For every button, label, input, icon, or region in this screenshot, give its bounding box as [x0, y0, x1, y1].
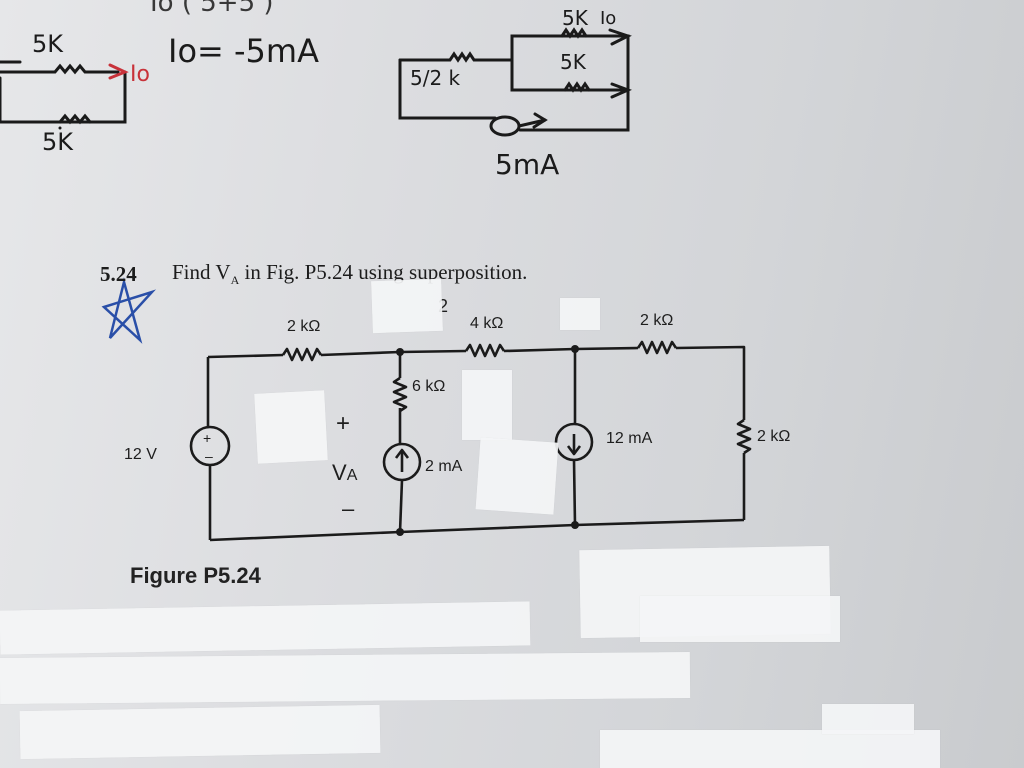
label-i-source-2: 12 mA	[606, 430, 653, 447]
tape-piece	[560, 298, 600, 330]
tape-piece	[475, 437, 559, 515]
label-r2: 4 kΩ	[470, 315, 504, 332]
tape-piece	[371, 278, 443, 334]
figure-caption: Figure P5.24	[130, 563, 261, 588]
tape-piece	[600, 730, 940, 768]
note-io-equation: Io= -5mA	[168, 32, 319, 70]
note-crossout-top: Io ( 5+5 )	[150, 0, 274, 18]
label-r4: 6 kΩ	[412, 378, 446, 395]
label-r5: 2 kΩ	[757, 428, 791, 445]
tape-piece	[19, 704, 381, 760]
va-label: VA	[332, 460, 357, 486]
tape-piece	[822, 704, 914, 734]
label-v-source: 12 V	[124, 446, 157, 463]
tape-piece	[0, 601, 531, 655]
source-minus: –	[205, 448, 213, 464]
note-5k-top: 5K	[32, 30, 64, 58]
note-io-label: Io	[130, 62, 150, 87]
note-io-right: Io	[600, 8, 617, 29]
label-r1: 2 kΩ	[287, 318, 321, 335]
va-label-sub: A	[346, 467, 358, 484]
problem-text: Find V	[172, 260, 231, 284]
problem-text-sub: A	[230, 273, 240, 288]
note-5k-lower-right: 5K	[560, 50, 586, 74]
label-i-source-1: 2 mA	[425, 458, 463, 475]
va-plus: +	[336, 410, 351, 437]
label-small-note: 2	[438, 296, 449, 316]
problem-number: 5.24	[100, 262, 137, 286]
source-plus: +	[203, 430, 212, 446]
tape-piece	[462, 370, 512, 440]
note-5k-bottom: 5K	[42, 128, 74, 156]
note-half-resistor: 5/2 k	[410, 66, 461, 90]
note-5ma: 5mA	[495, 148, 560, 181]
tape-piece	[0, 651, 691, 705]
label-r3: 2 kΩ	[640, 312, 674, 329]
tape-piece	[254, 390, 328, 464]
va-label-main: V	[332, 460, 347, 485]
va-minus: –	[342, 496, 355, 521]
note-5k-upper-right: 5K	[562, 6, 588, 30]
tape-piece	[640, 596, 840, 642]
